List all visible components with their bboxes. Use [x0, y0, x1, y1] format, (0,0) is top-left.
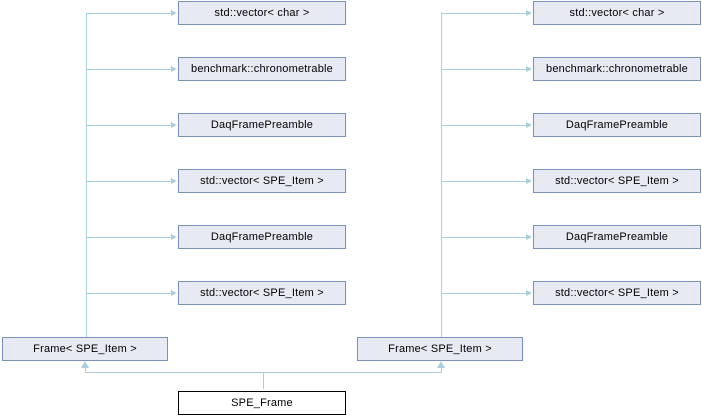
- left-usage-branch-5: [86, 237, 172, 238]
- node-root-spe-frame[interactable]: SPE_Frame: [178, 391, 346, 415]
- right-usage-branch-3: [441, 125, 527, 126]
- inheritance-crossbar: [85, 372, 441, 373]
- left-usage-branch-1: [86, 13, 172, 14]
- right-usage-trunk: [441, 13, 442, 338]
- node-right-4[interactable]: std::vector< SPE_Item >: [533, 169, 701, 193]
- right-arrow-head-3: [526, 122, 532, 128]
- left-arrow-head-3: [171, 122, 177, 128]
- right-arrow-head-5: [526, 234, 532, 240]
- node-left-4[interactable]: std::vector< SPE_Item >: [178, 169, 346, 193]
- node-left-2[interactable]: benchmark::chronometrable: [178, 57, 346, 81]
- left-usage-branch-3: [86, 125, 172, 126]
- node-left-5[interactable]: DaqFramePreamble: [178, 225, 346, 249]
- node-right-1[interactable]: std::vector< char >: [533, 1, 701, 25]
- right-usage-branch-1: [441, 13, 527, 14]
- node-right-5[interactable]: DaqFramePreamble: [533, 225, 701, 249]
- right-usage-branch-2: [441, 69, 527, 70]
- right-usage-branch-4: [441, 181, 527, 182]
- node-left-6[interactable]: std::vector< SPE_Item >: [178, 281, 346, 305]
- left-usage-branch-4: [86, 181, 172, 182]
- left-arrow-head-4: [171, 178, 177, 184]
- right-arrow-head-1: [526, 10, 532, 16]
- left-arrow-head-2: [171, 66, 177, 72]
- right-usage-branch-5: [441, 237, 527, 238]
- node-right-2[interactable]: benchmark::chronometrable: [533, 57, 701, 81]
- right-arrow-head-2: [526, 66, 532, 72]
- left-usage-branch-2: [86, 69, 172, 70]
- inheritance-riser-right: [441, 367, 442, 373]
- right-usage-branch-6: [441, 293, 527, 294]
- inheritance-riser-left: [85, 367, 86, 373]
- left-usage-trunk: [86, 13, 87, 338]
- node-left-1[interactable]: std::vector< char >: [178, 1, 346, 25]
- node-left-3[interactable]: DaqFramePreamble: [178, 113, 346, 137]
- left-usage-branch-6: [86, 293, 172, 294]
- inheritance-arrow-head-left: [81, 361, 89, 368]
- left-arrow-head-6: [171, 290, 177, 296]
- node-base-frame-left[interactable]: Frame< SPE_Item >: [2, 337, 168, 361]
- node-base-frame-right[interactable]: Frame< SPE_Item >: [357, 337, 523, 361]
- right-arrow-head-4: [526, 178, 532, 184]
- left-arrow-head-5: [171, 234, 177, 240]
- node-right-6[interactable]: std::vector< SPE_Item >: [533, 281, 701, 305]
- inheritance-arrow-head-right: [437, 361, 445, 368]
- right-arrow-head-6: [526, 290, 532, 296]
- inheritance-stem-center: [263, 372, 264, 389]
- node-right-3[interactable]: DaqFramePreamble: [533, 113, 701, 137]
- left-arrow-head-1: [171, 10, 177, 16]
